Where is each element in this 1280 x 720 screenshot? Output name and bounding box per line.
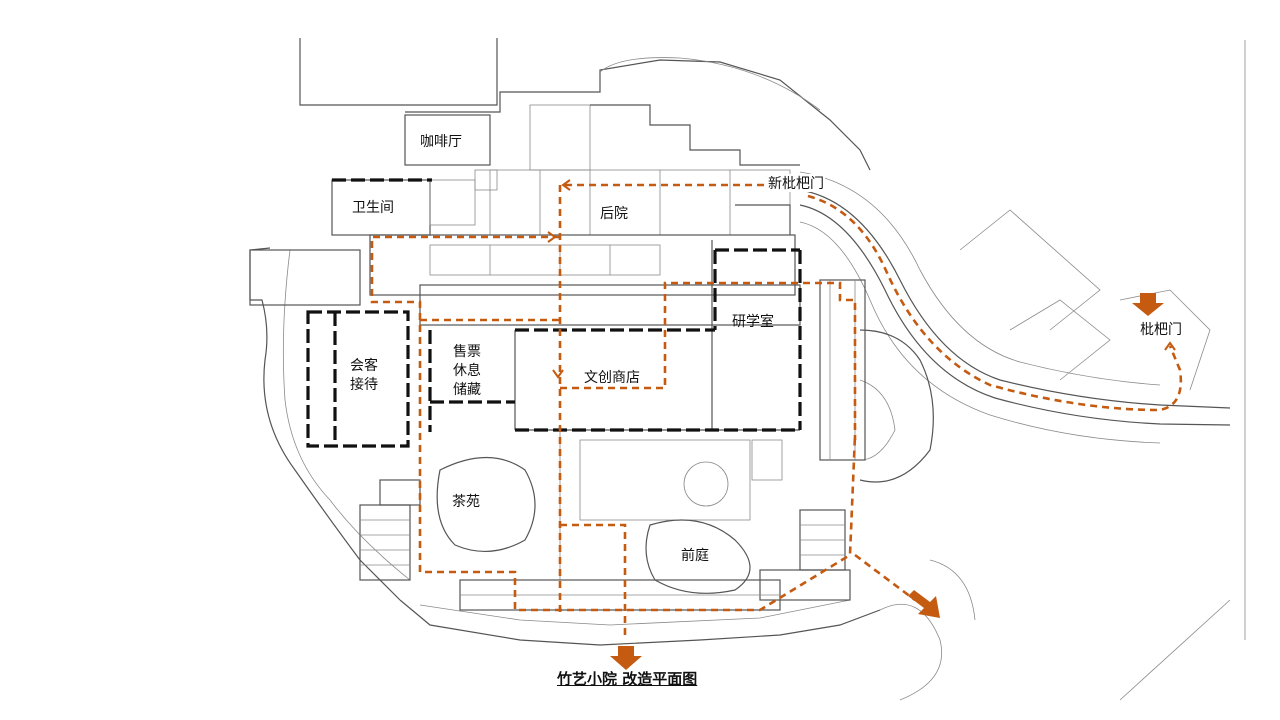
arrow-down-icon [610,646,642,670]
label-tea-garden: 茶苑 [452,494,480,510]
label-reception-2: 接待 [350,376,378,393]
route-exit-right [854,553,916,602]
label-old-gate: 枇杷门 [1140,322,1182,338]
route-front-court [560,523,627,640]
label-reception-1: 会客 [350,357,378,374]
label-shop: 文创商店 [584,370,640,386]
label-study-room: 研学室 [732,313,774,330]
walls [306,178,802,448]
arrow-down-small-icon [552,369,564,379]
room-labels: 咖啡厅 卫生间 后院 新枇杷门 研学室 会客 接待 售票 休息 储藏 文创商店 … [350,134,1182,564]
label-cafe: 咖啡厅 [420,134,462,150]
label-backyard: 后院 [600,206,628,222]
arrow-right-small-icon [547,231,557,243]
route-road [807,194,1183,412]
arrow-left-small-icon [561,179,571,191]
arrow-southeast-icon [908,590,940,618]
stair-blocks-right [759,509,851,601]
visitor-routes [370,183,1183,640]
plan-linework [249,38,1246,701]
arrow-up-small-icon [1164,341,1176,351]
stair-blocks-left [359,479,421,581]
arrow-down-icon [1132,293,1164,316]
label-ticket-2: 休息 [453,362,481,379]
label-ticket-1: 售票 [453,344,481,360]
plan-title: 竹艺小院 改造平面图 [557,670,698,688]
label-ticket-3: 储藏 [453,382,481,398]
label-new-gate: 新枇杷门 [768,176,824,192]
label-bg-new-gate [765,174,825,192]
route-backyard [558,183,800,615]
route-left-loop [370,235,857,612]
label-front-court: 前庭 [681,547,709,564]
label-restroom: 卫生间 [352,200,394,216]
route-shop [560,281,857,440]
